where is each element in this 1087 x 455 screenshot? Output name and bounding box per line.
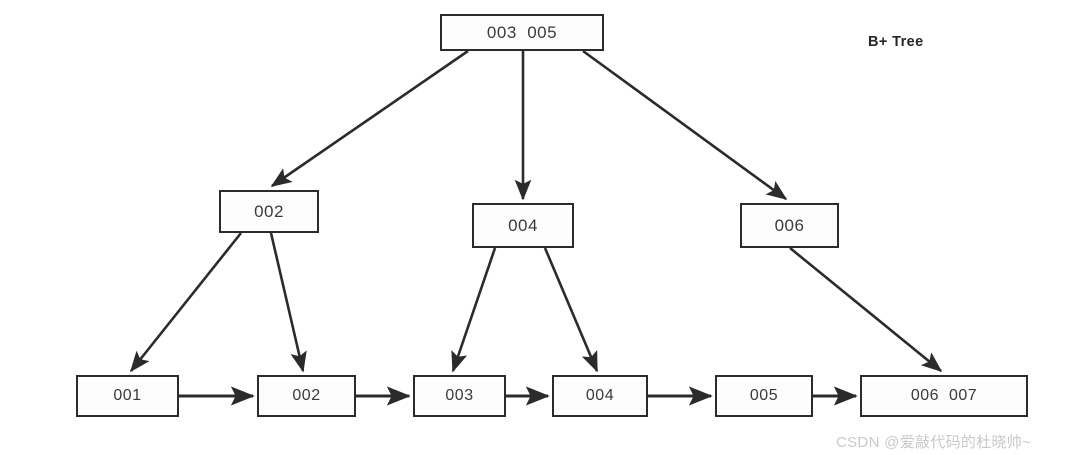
node-internal-002: 002 xyxy=(219,190,319,233)
node-root: 003 005 xyxy=(440,14,604,51)
edge-004-to-leaf-004 xyxy=(543,247,599,373)
node-leaf-001: 001 xyxy=(76,375,179,417)
node-leaf-004: 004 xyxy=(552,375,648,417)
edge-002-to-leaf-001 xyxy=(129,232,243,373)
node-internal-004: 004 xyxy=(472,203,574,248)
watermark-text: CSDN @爱敲代码的杜晓帅~ xyxy=(836,434,1032,451)
node-leaf-003: 003 xyxy=(413,375,506,417)
node-leaf-005: 005 xyxy=(715,375,813,417)
node-leaf-006-007: 006 007 xyxy=(860,375,1028,417)
node-internal-006: 006 xyxy=(740,203,839,248)
edge-006-to-leaf-006-007 xyxy=(789,246,943,373)
diagram-title: B+ Tree xyxy=(868,34,924,50)
edge-root-to-002 xyxy=(270,49,469,188)
edge-004-to-leaf-003 xyxy=(451,247,497,373)
node-leaf-002: 002 xyxy=(257,375,356,417)
edge-root-to-006 xyxy=(582,49,788,201)
edge-002-to-leaf-002 xyxy=(269,232,307,373)
